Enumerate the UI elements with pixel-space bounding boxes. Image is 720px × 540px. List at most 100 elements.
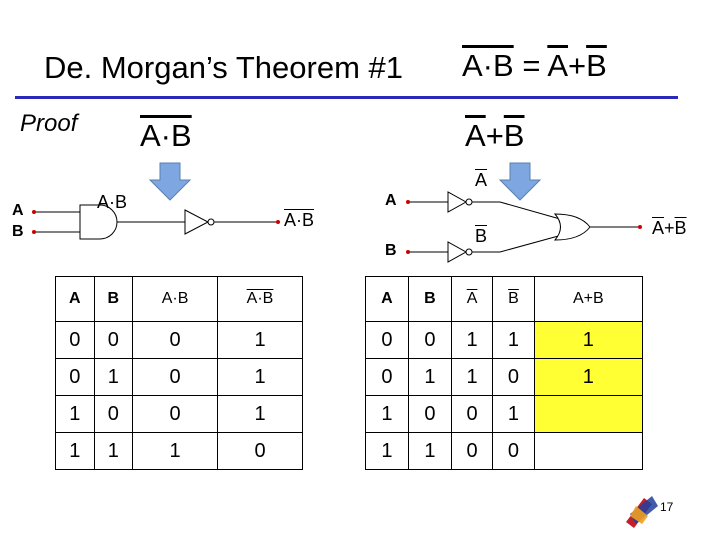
cell: 0 — [55, 358, 95, 396]
cell: 0 — [132, 358, 219, 396]
right-output-label: A+B — [652, 218, 687, 239]
or-gate-icon — [553, 213, 591, 241]
left-output-label: A·B — [284, 210, 314, 231]
title-not-a: A — [547, 48, 569, 83]
header-cell: A+B — [533, 276, 644, 322]
right-or-circuit — [406, 191, 642, 263]
cell — [533, 432, 644, 470]
and-output-label: A·B — [97, 192, 128, 212]
highlight-cell: 1 — [533, 321, 644, 359]
left-nand-circuit — [32, 204, 280, 240]
slide-title: De. Morgan’s Theorem #1 — [44, 50, 403, 85]
not-gate-b-icon — [447, 241, 468, 263]
circuit-diagrams — [32, 162, 642, 263]
cell: 1 — [217, 395, 303, 433]
not-gate-a-icon — [447, 191, 468, 213]
cell: 1 — [55, 395, 95, 433]
right-input-b-label: B — [385, 242, 397, 259]
header-nand-expression: A·B — [246, 290, 274, 307]
not-b-expression: B — [475, 226, 488, 246]
header-cell: A — [55, 276, 95, 322]
right-output-b: B — [674, 218, 687, 238]
cell: 1 — [132, 432, 219, 470]
cell: 0 — [217, 432, 303, 470]
right-output-plus: + — [664, 218, 675, 238]
cell: 0 — [450, 395, 494, 433]
page-number: 17 — [660, 500, 674, 514]
cell: 0 — [93, 395, 134, 433]
title-formula: A·B = A+B — [462, 48, 607, 84]
cell: 0 — [492, 358, 535, 396]
cell: 1 — [217, 358, 303, 396]
cell: 0 — [407, 321, 452, 359]
title-not-b: B — [586, 48, 607, 83]
left-heading-expression: A·B — [140, 118, 192, 153]
cell: 1 — [365, 432, 409, 470]
proof-label: Proof — [20, 110, 78, 137]
header-cell: B — [407, 276, 452, 322]
highlight-cell — [533, 395, 644, 433]
cell: 0 — [407, 395, 452, 433]
right-heading-b: B — [503, 118, 525, 153]
left-heading: A·B — [140, 118, 192, 154]
title-underline — [15, 96, 678, 99]
title-equals: = — [522, 48, 541, 83]
cell: 1 — [55, 432, 95, 470]
cell: 1 — [407, 432, 452, 470]
cell: 0 — [93, 321, 134, 359]
header-cell: A·B — [132, 276, 219, 322]
cell: 0 — [365, 358, 409, 396]
header-cell: A·B — [217, 276, 303, 322]
logo-icon — [626, 496, 658, 528]
cell: 0 — [365, 321, 409, 359]
not-a-expression: A — [475, 170, 488, 190]
left-input-a-label: A — [12, 202, 24, 219]
cell: 1 — [217, 321, 303, 359]
header-cell: B — [93, 276, 134, 322]
header-not-b: B — [508, 290, 519, 307]
right-heading: A+B — [465, 118, 524, 154]
cell: 1 — [93, 432, 134, 470]
header-cell: B — [492, 276, 535, 322]
left-down-arrow-icon — [148, 162, 192, 201]
not-a-label: A — [475, 170, 487, 191]
header-cell: A — [450, 276, 494, 322]
header-not-a: A — [466, 290, 478, 307]
right-down-arrow-icon — [498, 162, 542, 201]
and-gate-icon — [79, 204, 118, 240]
table-header-row: A B A B A+B — [365, 276, 644, 322]
right-heading-a: A — [465, 118, 486, 153]
cell: 0 — [450, 432, 494, 470]
cell: 0 — [132, 321, 219, 359]
cell: 0 — [55, 321, 95, 359]
cell: 1 — [407, 358, 452, 396]
cell: 1 — [450, 358, 494, 396]
cell: 0 — [492, 432, 535, 470]
not-gate-icon — [184, 209, 210, 235]
cell: 1 — [450, 321, 494, 359]
right-input-a-label: A — [385, 192, 397, 209]
not-b-label: B — [475, 226, 487, 247]
left-input-b-label: B — [12, 223, 24, 240]
cell: 1 — [492, 321, 535, 359]
right-output-a: A — [652, 218, 665, 238]
header-cell: A — [365, 276, 409, 322]
right-heading-plus: + — [485, 118, 504, 153]
cell: 1 — [93, 358, 134, 396]
left-output-expression: A·B — [284, 210, 315, 230]
title-nand-expression: A·B — [462, 48, 514, 83]
cell: 1 — [492, 395, 535, 433]
title-plus: + — [568, 48, 587, 83]
cell: 1 — [365, 395, 409, 433]
table-header-row: A B A·B A·B — [55, 276, 303, 322]
highlight-cell: 1 — [533, 358, 644, 396]
